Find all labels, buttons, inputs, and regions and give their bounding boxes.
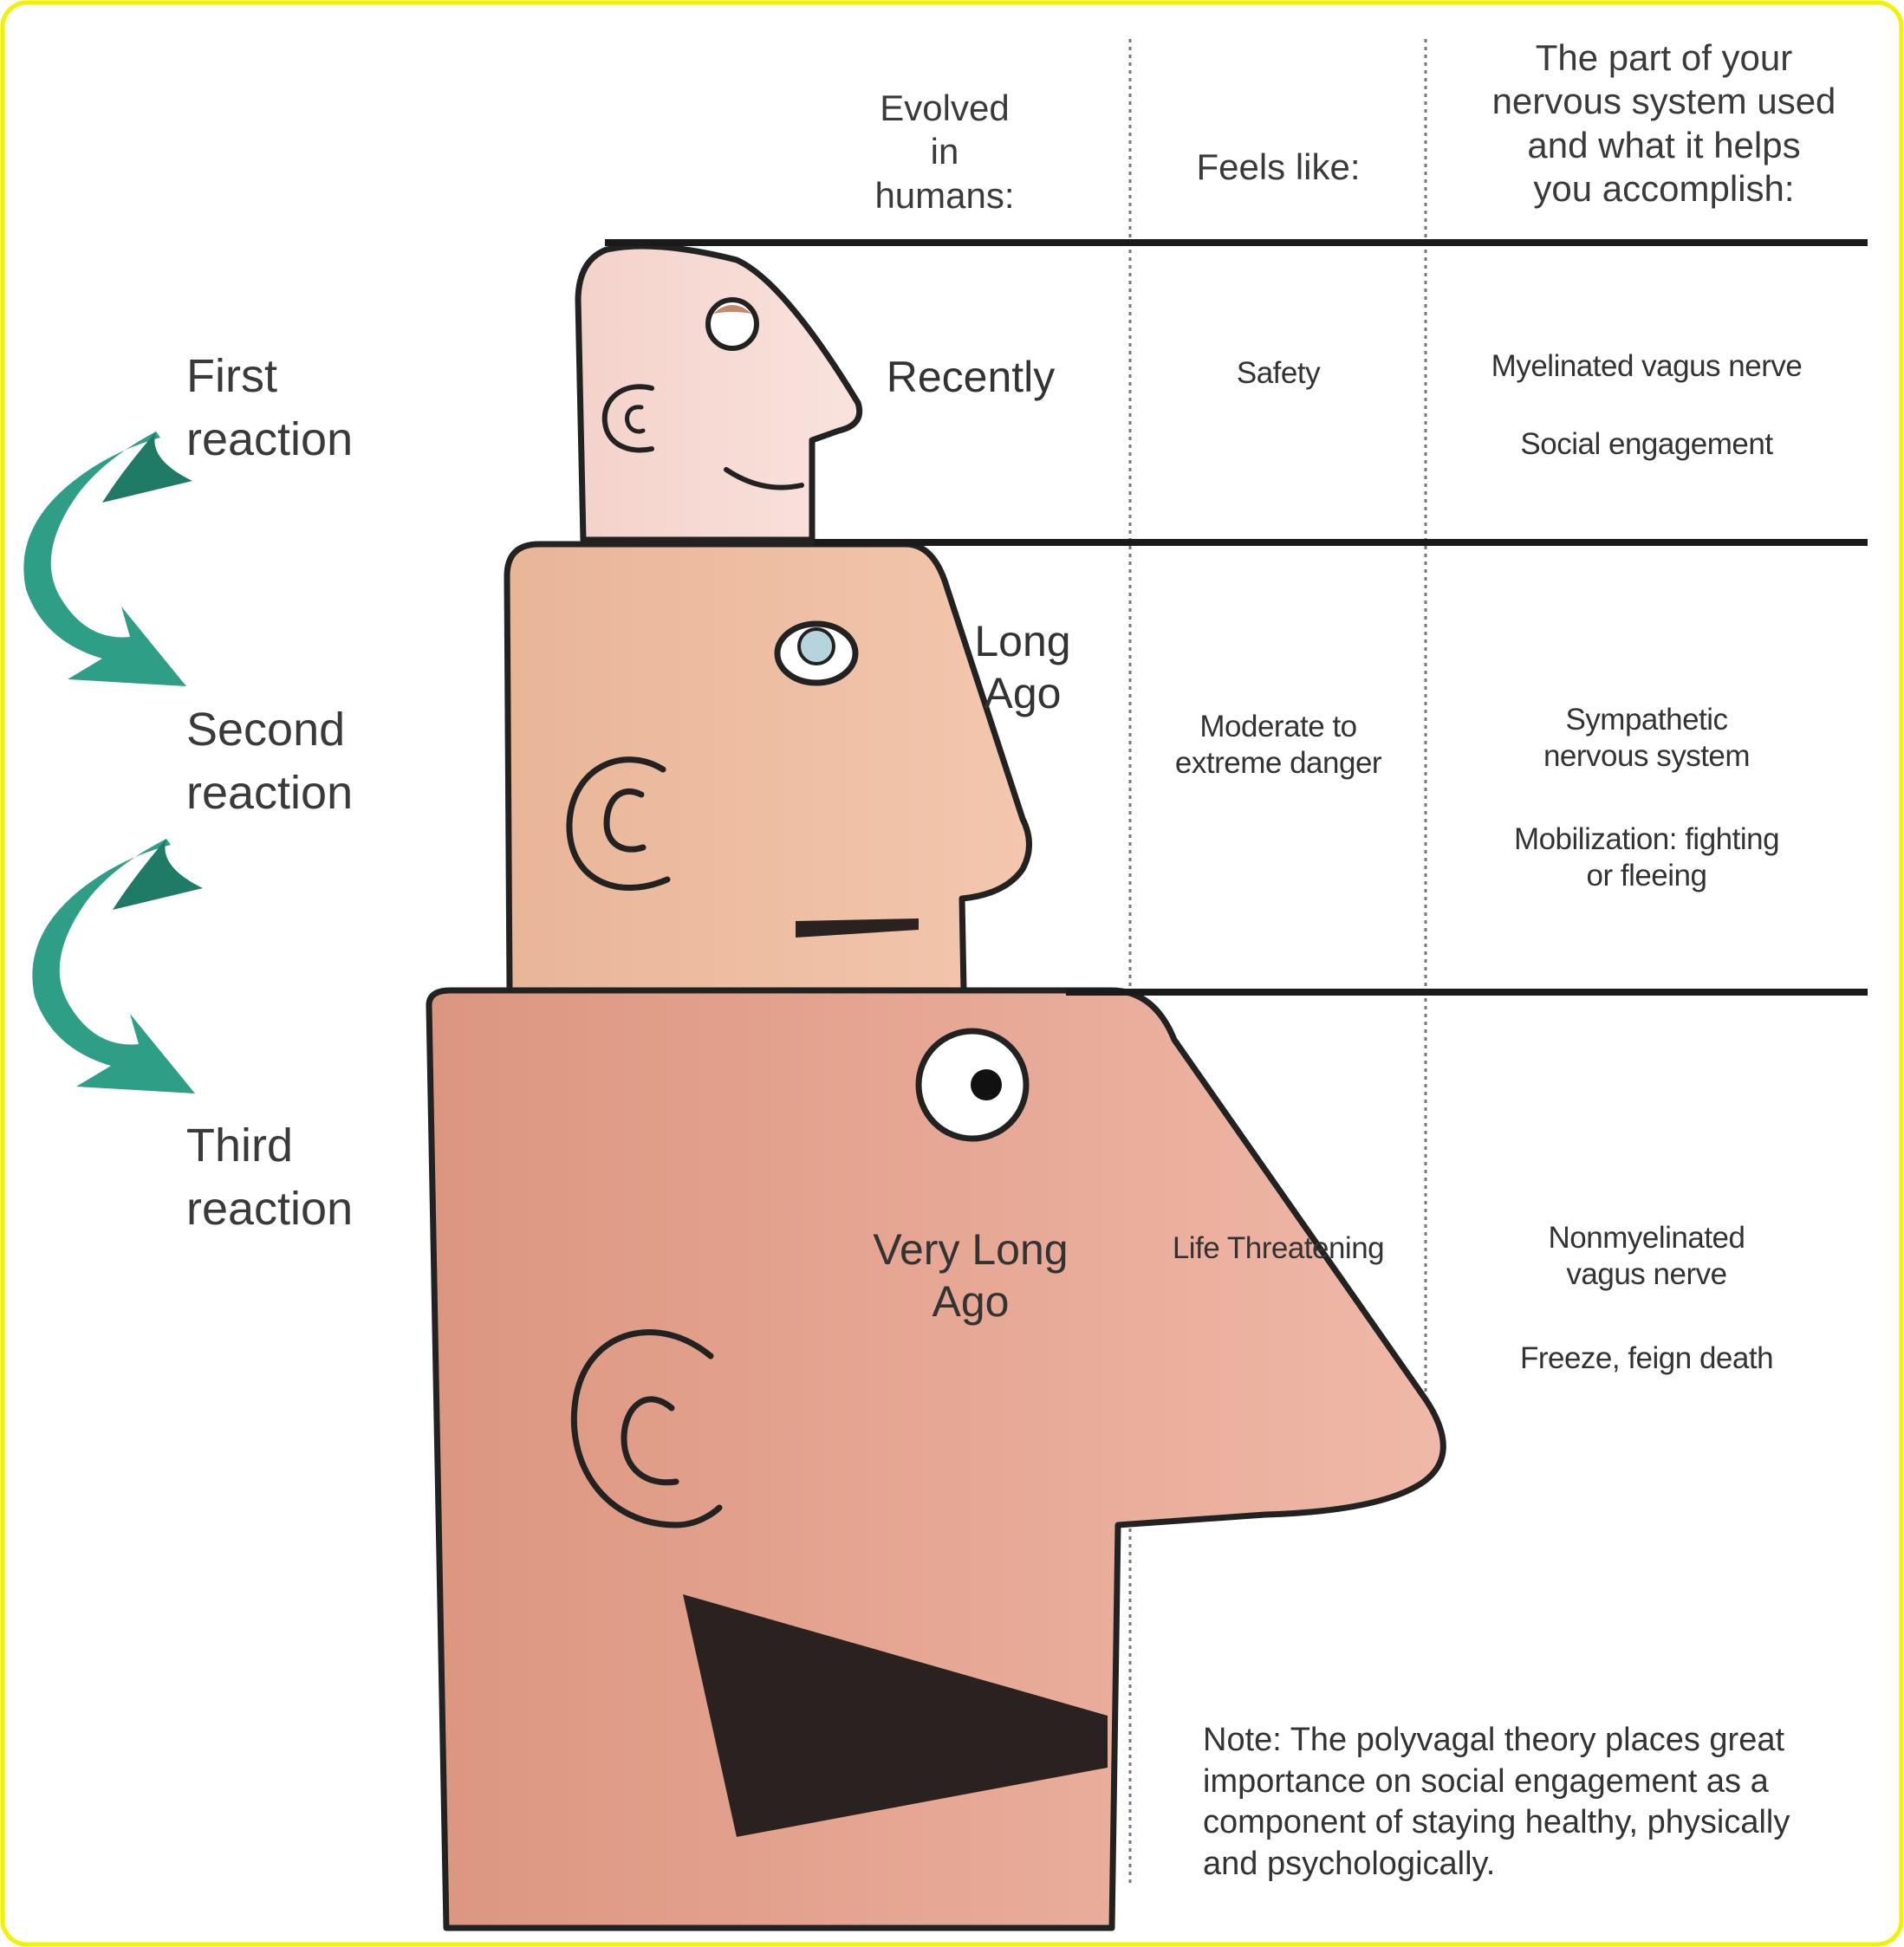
note-line-3: component of staying healthy, physically (1203, 1802, 1904, 1844)
head-second (507, 544, 1030, 990)
note-line-4: and psychologically. (1203, 1844, 1904, 1885)
row1-feels: Safety (1135, 355, 1421, 392)
row2-evolved: Long Ago (936, 615, 1109, 719)
header-evolved: Evolved in humans: (823, 87, 1066, 217)
note-line-2: importance on social engagement as a (1203, 1762, 1904, 1803)
pupil-third (971, 1069, 1002, 1100)
row2-system: Sympathetic nervous system (1430, 702, 1863, 775)
reaction-label-third: Third reaction (186, 1114, 498, 1241)
row3-system: Nonmyelinated vagus nerve (1430, 1220, 1863, 1293)
arrow-first-to-second (23, 432, 192, 686)
header-feels: Feels like: (1135, 146, 1421, 189)
row1-function: Social engagement (1430, 426, 1863, 463)
note-line-1: Note: The polyvagal theory places great (1203, 1720, 1904, 1762)
reaction-label-second: Second reaction (186, 698, 498, 825)
arrow-second-to-third (32, 839, 203, 1094)
row2-feels: Moderate to extreme danger (1135, 709, 1421, 782)
reaction-label-first: First reaction (186, 345, 498, 471)
row1-evolved: Recently (867, 351, 1075, 403)
row3-feels: Life Threatening (1135, 1230, 1421, 1267)
header-part: The part of your nervous system used and… (1430, 36, 1898, 211)
row2-function: Mobilization: fighting or fleeing (1430, 821, 1863, 894)
row3-function: Freeze, feign death (1430, 1340, 1863, 1377)
note-text: Note: The polyvagal theory places great … (1203, 1720, 1904, 1885)
pupil-second (799, 629, 834, 664)
row3-evolved: Very Long Ago (845, 1223, 1096, 1327)
row1-system: Myelinated vagus nerve (1430, 348, 1863, 385)
